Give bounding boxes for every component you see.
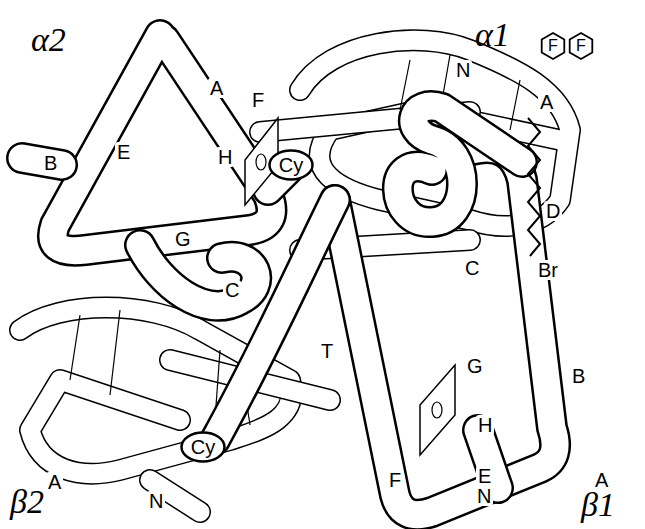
heme-plane — [420, 365, 455, 455]
subunit-ribbon-outline — [140, 245, 256, 306]
subunit-label: α2 — [29, 23, 68, 57]
helix-label: A — [46, 472, 63, 492]
helix-label: T — [319, 341, 335, 361]
node-text: Cy — [191, 437, 215, 457]
helix-label: N — [147, 491, 165, 511]
helix-label: A — [593, 470, 610, 490]
helix-label: B — [42, 153, 59, 173]
phenyl-ring: F — [539, 32, 567, 60]
helix-label: A — [538, 92, 555, 112]
helix-label: C — [463, 258, 481, 278]
subunit-label: α1 — [473, 18, 512, 52]
subunit-ribbon-outline — [215, 200, 335, 440]
helix-line — [510, 80, 520, 130]
alkyl-chain — [528, 118, 540, 256]
helix-label: N — [475, 486, 493, 506]
subunit-ribbon-fill — [53, 35, 271, 251]
helix-label: D — [544, 201, 562, 221]
oval-shape — [182, 433, 225, 462]
helix-label: H — [476, 415, 494, 435]
helix-label: N — [454, 60, 472, 80]
hexagon-shape — [570, 33, 593, 59]
subunit-ribbon-fill — [215, 200, 335, 440]
helix-label: E — [115, 142, 132, 162]
cysteine-oval: Cy — [268, 149, 314, 181]
helix-line — [70, 315, 80, 380]
subunit-label: β2 — [8, 485, 46, 519]
helix-label: E — [476, 466, 493, 486]
helix-label: C — [223, 280, 241, 300]
helix-label: F — [387, 470, 403, 490]
oval-shape — [270, 151, 313, 180]
phenyl-ring: F — [567, 32, 595, 60]
helix-label: H — [216, 147, 234, 167]
subunit-ribbon-outline — [398, 106, 522, 222]
helix-label: Br — [536, 260, 560, 280]
helix-label: A — [208, 78, 225, 98]
helix-label: G — [173, 229, 193, 249]
subunit-ribbon-outline — [53, 35, 271, 251]
helix-label: G — [465, 356, 485, 376]
iron-atom — [256, 154, 266, 170]
node-text: F — [576, 38, 586, 54]
subunit-ribbon-fill — [398, 106, 522, 222]
subunit-ribbon-fill — [140, 245, 256, 306]
hexagon-shape — [542, 33, 565, 59]
helix-label: B — [570, 366, 587, 386]
node-text: F — [548, 38, 558, 54]
helix-label: F — [250, 90, 266, 110]
node-text: Cy — [279, 155, 303, 175]
helix-line — [110, 310, 120, 395]
cysteine-oval: Cy — [180, 431, 226, 463]
subunit-label: β1 — [579, 488, 617, 522]
iron-atom — [432, 402, 442, 418]
